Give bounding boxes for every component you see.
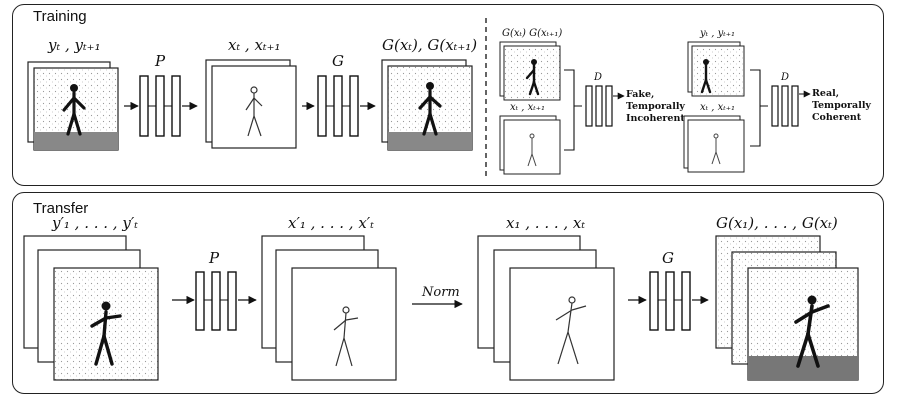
transfer-normalized-poses	[477, 235, 615, 381]
norm-label: Norm	[421, 285, 460, 300]
training-pose-frames	[205, 59, 297, 149]
transfer-output-frames	[715, 235, 859, 381]
transfer-target-label: y′₁ , . . . , y′ₜ	[51, 214, 138, 232]
real-output-line2: Temporally	[812, 100, 871, 111]
real-pair-bottom-frames	[683, 115, 745, 173]
fake-discriminator	[585, 85, 613, 127]
training-source-frames	[27, 61, 119, 151]
fake-disc-label: D	[593, 72, 602, 83]
fake-pair-top-frames	[499, 41, 561, 101]
transfer-target-poses	[261, 235, 397, 381]
real-output-line1: Real,	[812, 88, 839, 99]
transfer-generator	[649, 271, 691, 331]
real-pair-top-label: yₜ , yₜ₊₁	[699, 28, 735, 39]
training-source-label: yₜ , yₜ₊₁	[47, 36, 101, 54]
training-generator-label: G	[332, 52, 344, 70]
real-discriminator	[771, 85, 799, 127]
transfer-generator-label: G	[662, 249, 674, 267]
training-pose-network	[139, 75, 181, 137]
training-generator	[317, 75, 359, 137]
training-generated-label: G(xₜ), G(xₜ₊₁)	[382, 36, 477, 54]
real-pair-top-frames	[687, 41, 745, 97]
transfer-normalized-label: x₁ , . . . , xₜ	[506, 214, 585, 232]
fake-pair-bottom-frames	[499, 115, 561, 175]
transfer-target-poses-label: x′₁ , . . . , x′ₜ	[288, 214, 374, 232]
fake-output-line3: Incoherent	[626, 113, 685, 124]
fake-output-line2: Temporally	[626, 101, 685, 112]
real-disc-label: D	[780, 72, 789, 83]
training-title: Training	[33, 8, 87, 25]
dancer-figure	[62, 84, 86, 136]
real-pair-bottom-label: xₜ , xₜ₊₁	[700, 102, 735, 113]
transfer-target-frames	[23, 235, 159, 381]
transfer-title: Transfer	[33, 200, 89, 217]
training-generated-frames	[381, 59, 473, 151]
training-pose-net-label: P	[154, 52, 166, 70]
training-poses-label: xₜ , xₜ₊₁	[228, 36, 281, 54]
real-output-line3: Coherent	[812, 112, 862, 123]
fake-output-line1: Fake,	[626, 89, 654, 100]
fake-pair-top-label: G(xₜ) G(xₜ₊₁)	[502, 28, 562, 39]
fake-pair-bottom-label: xₜ , xₜ₊₁	[510, 102, 545, 113]
transfer-pose-net-label: P	[208, 249, 220, 267]
transfer-outputs-label: G(x₁), . . . , G(xₜ)	[716, 214, 838, 232]
transfer-pose-network	[195, 271, 237, 331]
